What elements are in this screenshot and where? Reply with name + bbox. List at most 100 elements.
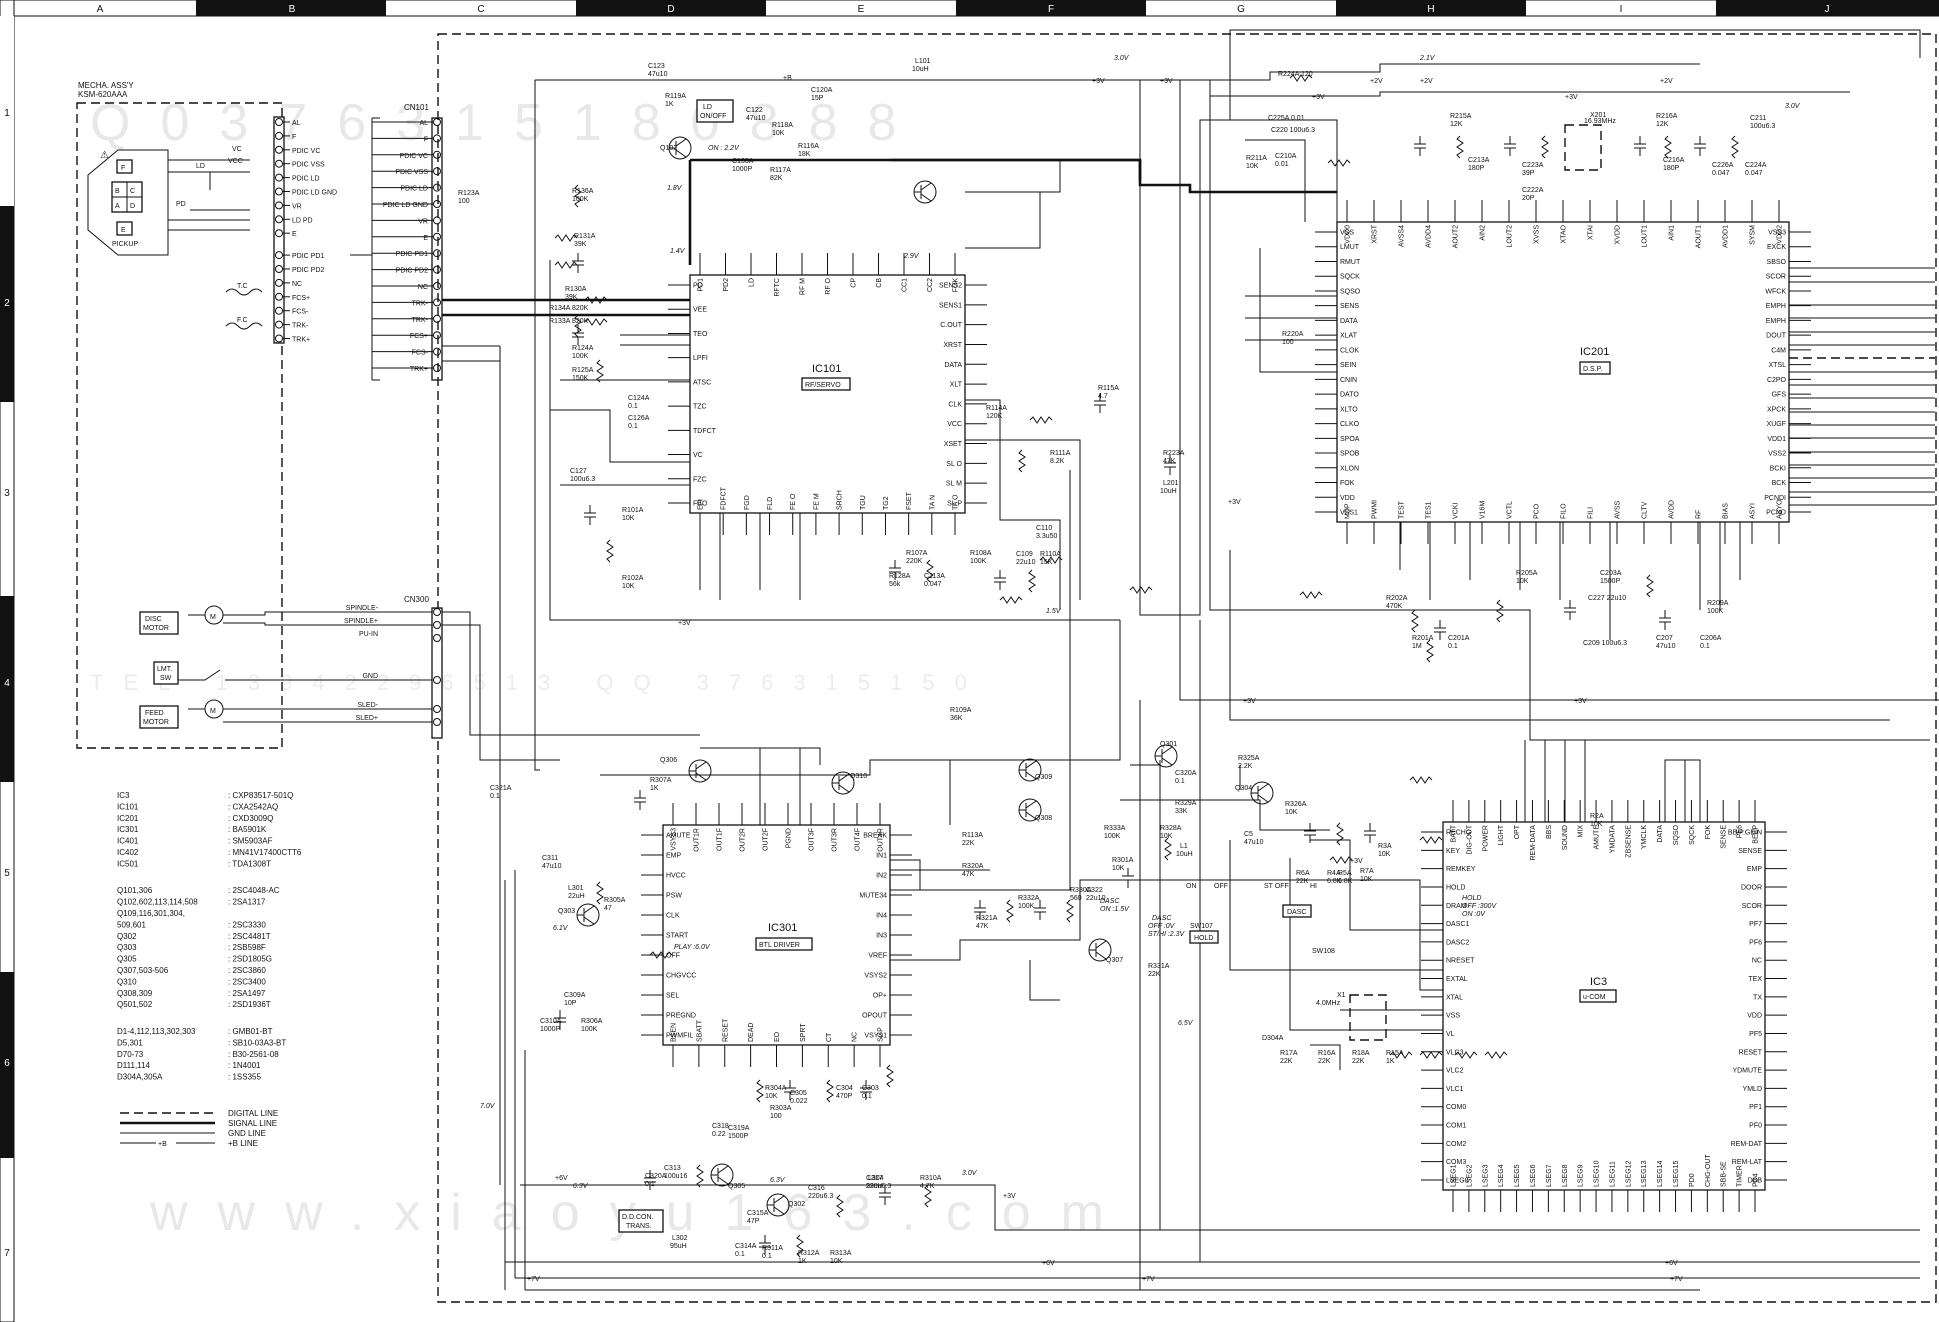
ic201-pin-label: PCND <box>1766 510 1786 517</box>
ic301-pin-label: OUT3F <box>809 828 816 851</box>
component-value: 0.047 <box>1712 170 1730 177</box>
play-voltage: PLAY :6.0V <box>674 944 711 951</box>
ic3-pin-label: AMUTE <box>1594 825 1601 850</box>
component-ref: R326A <box>1285 801 1307 808</box>
ic3-pin-label: RECHG <box>1446 830 1471 837</box>
voltage-label: 6.3V <box>770 1177 786 1184</box>
hold-note: OFF :300V <box>1462 903 1497 910</box>
resistor-icon <box>606 539 614 563</box>
component-value: 100 <box>458 198 470 205</box>
cn101-pin-label: FCS+ <box>410 333 428 340</box>
component-ref: R312A <box>798 1250 820 1257</box>
dasc-off-note: DASC <box>1152 915 1172 922</box>
plus2v-label: +2V <box>1660 78 1673 85</box>
pin-icon <box>433 167 441 176</box>
warning-icon: ⚠ <box>100 150 109 161</box>
component-value: 180P <box>1663 165 1680 172</box>
ic201-pin-label: AVDD4 <box>1426 225 1433 248</box>
ic101-pin-label: RF O <box>825 277 832 294</box>
ic101: IC101 RF/SERVO <box>689 274 966 514</box>
pin-icon <box>275 118 283 126</box>
plus2v-label: +2V <box>1370 78 1383 85</box>
component-ref: C211 <box>1750 115 1766 122</box>
component-ref: Q308 <box>1035 815 1052 822</box>
component-ref: C225A 0.01 <box>1268 115 1305 122</box>
component-value: 4.7K <box>920 1183 935 1190</box>
component-value: 120K <box>986 413 1003 420</box>
ic301-func: BTL DRIVER <box>759 942 800 949</box>
ic3-pin-label: SENSE <box>1738 848 1762 855</box>
ic201-pin-label: PCO <box>1534 503 1541 519</box>
ic301-pin-label: BSEN <box>671 1023 678 1042</box>
ic3-pin-label: VL <box>1446 1031 1455 1038</box>
pin-icon <box>433 314 441 323</box>
x1-freq: 4.0MHz <box>1316 1000 1341 1007</box>
capacitor-icon <box>759 1235 771 1255</box>
ic201-pin-label: FILO <box>1561 503 1568 519</box>
ic201-pin-label: BCKI <box>1770 465 1786 472</box>
component-ref: R320A <box>962 863 984 870</box>
resistor-icon <box>1329 856 1353 864</box>
ic201-pin-label: AIN2 <box>1480 225 1487 241</box>
pin-icon <box>433 265 441 274</box>
ic101-pin-label: PD2 <box>723 278 730 292</box>
ic201-pin-label: SCOR <box>1766 274 1786 281</box>
component-value: 0.1 <box>628 423 638 430</box>
plus3v-label: +3V <box>1350 858 1363 865</box>
column-label: D <box>667 4 674 15</box>
ic201-pin-label: XVSS <box>1534 225 1541 244</box>
component-value: 0.1 <box>1175 778 1185 785</box>
parts-list-value: : 1SS355 <box>228 1073 261 1082</box>
ic3-pin-label: VLC2 <box>1446 1068 1464 1075</box>
component-ref: R111A <box>1050 450 1071 457</box>
capacitor-icon <box>1364 823 1376 843</box>
ic201-pin-label: GFS <box>1772 392 1787 399</box>
resistor-icon <box>1389 1051 1413 1059</box>
component-ref: R130A <box>565 286 587 293</box>
mecha-pin-label: FCS- <box>292 309 309 316</box>
ic301-name: IC301 <box>768 922 797 934</box>
resistor-icon <box>1336 822 1344 846</box>
column-label: F <box>1048 4 1054 15</box>
cn300-pin-label: SLED- <box>357 702 378 709</box>
ic3-pin-label: DASC1 <box>1446 921 1469 928</box>
component-value: 10K <box>830 1258 843 1265</box>
ic301-pin-label: OUT2F <box>763 828 770 851</box>
capacitor-icon <box>1564 600 1576 620</box>
ic101-pin-label: CC2 <box>927 278 934 292</box>
disc-motor: DISC MOTOR M <box>139 605 432 635</box>
component-ref: R301A <box>1112 857 1134 864</box>
parts-list-ref: Q305 <box>117 955 137 964</box>
ic201-pin-label: PCNDI <box>1764 495 1786 502</box>
component-ref: C226A <box>1712 162 1734 169</box>
ic301: IC301 BTL DRIVER <box>662 824 891 1046</box>
l1-label: 10uH <box>1176 851 1193 858</box>
pickup-outline <box>87 149 169 256</box>
column-label: A <box>97 4 104 15</box>
component-value: 10K <box>1246 163 1259 170</box>
cn300-pin-label: PU-IN <box>359 631 378 638</box>
pin-icon <box>275 187 283 196</box>
component-ref: R123A <box>458 190 480 197</box>
ic101-pin-label: FE O <box>790 493 797 510</box>
ic3-pin-label: LSEG6 <box>1530 1164 1537 1187</box>
component-ref: C318 <box>712 1123 729 1130</box>
ic301-pin-label: VREF <box>868 953 887 960</box>
voltage-label: 1.8V <box>667 185 683 192</box>
component-ref: R215A <box>1450 113 1472 120</box>
component-value: 10K <box>1590 821 1603 828</box>
svg-text:TEL 13942296513 QQ 376315150: TEL 13942296513 QQ 376315150 <box>90 670 987 695</box>
component-value: 10K <box>1360 876 1373 883</box>
plus7v-label: +7V <box>1670 1276 1683 1283</box>
component-value: 100 <box>770 1113 782 1120</box>
component-value: 0.1 <box>862 1093 872 1100</box>
component-ref: R131A <box>574 233 596 240</box>
component-value: 1K <box>1386 1058 1395 1065</box>
ic3-pin-label: SENSE <box>1721 825 1728 849</box>
component-ref: C133A <box>732 158 754 165</box>
resistor-icon <box>999 596 1023 604</box>
ic301-pin-label: IN1 <box>876 853 887 860</box>
ic101-pin-label: TG2 <box>883 496 890 510</box>
voltage-label: 3.0V <box>1785 103 1801 110</box>
sw107-label: HOLD <box>1194 935 1213 942</box>
